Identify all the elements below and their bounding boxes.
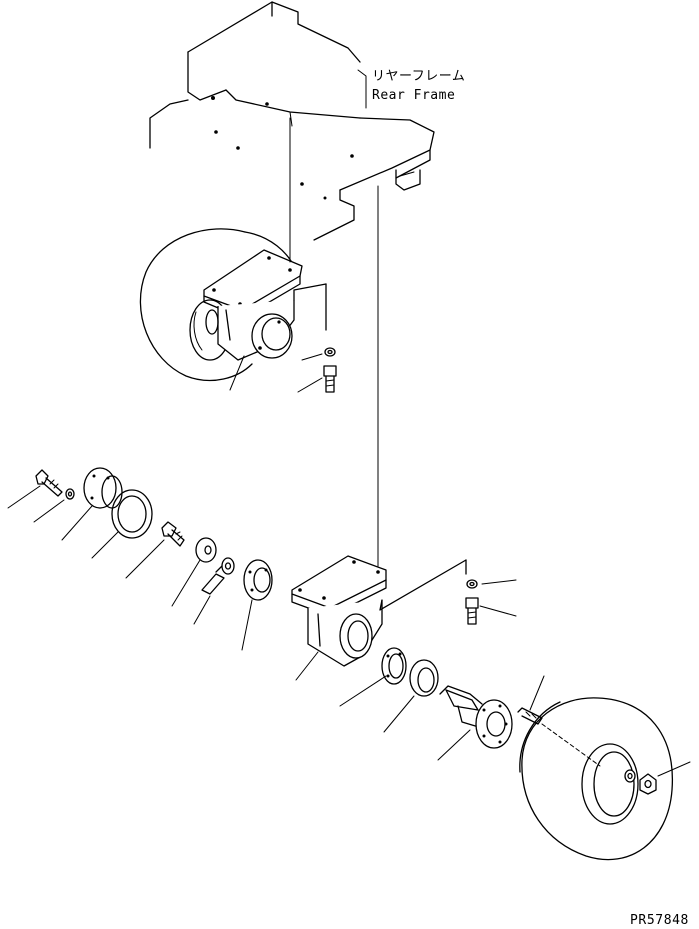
lower-washer-bolt [465,579,517,625]
lower-bracket [291,555,467,681]
rear-frame-label-en: Rear Frame [372,88,455,103]
left-exploded-parts [7,467,273,651]
upper-washer-bolt [297,347,337,393]
rear-frame [149,1,435,241]
upper-wheel-assembly [139,117,327,391]
lower-wheel [519,697,691,861]
drawing-code: PR57848 [630,913,689,928]
hub-assembly [339,647,545,761]
rear-frame-label-jp: リヤーフレーム [372,69,465,84]
